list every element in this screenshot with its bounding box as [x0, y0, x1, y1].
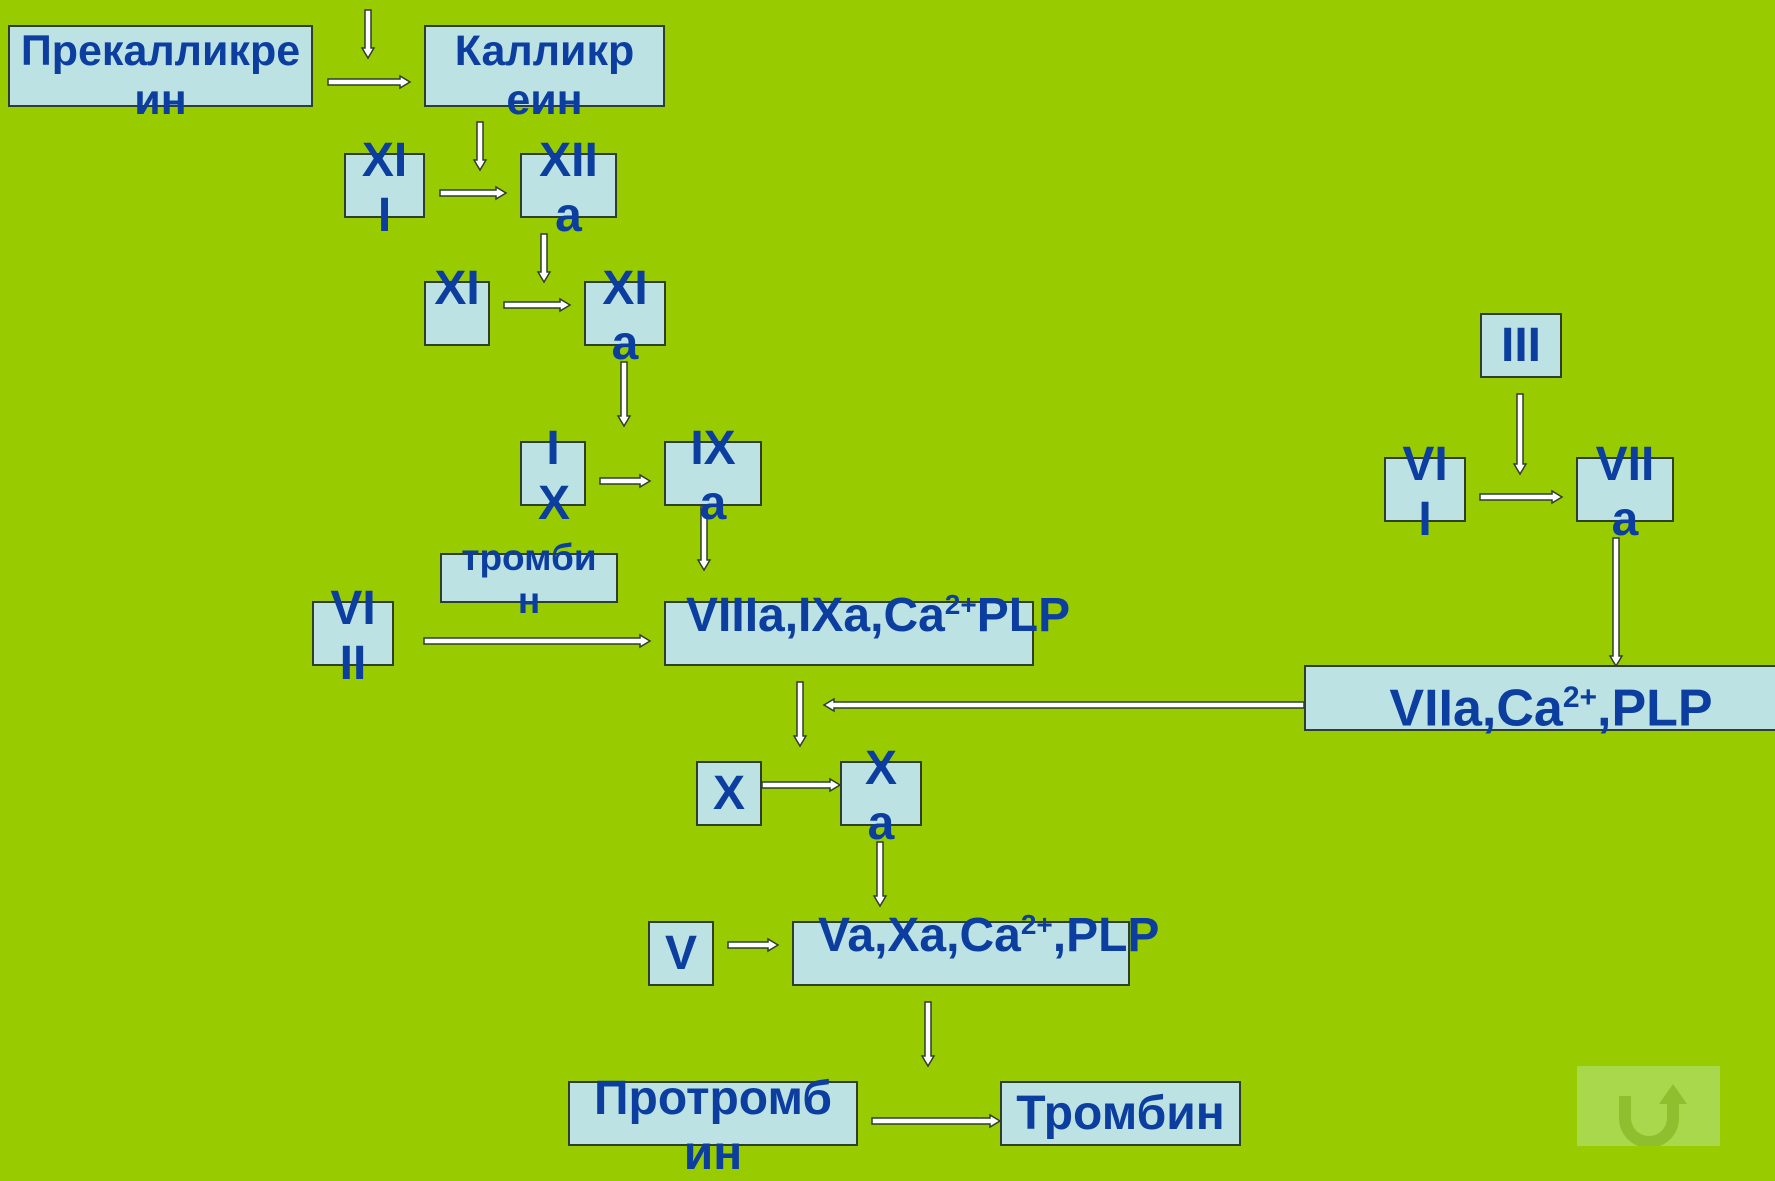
prothrombinase-calcium-charge: 2+: [1020, 909, 1053, 940]
prothrombinase-complex-label: Va,Xa,Ca2+,PLP: [794, 909, 1159, 962]
prothrombinase-complex-text: Va,Xa,Ca: [818, 909, 1021, 962]
arrow-xiia-to-xia: [536, 233, 552, 284]
arrow-x-to-xa: [761, 777, 842, 793]
prothrombin-label: Протромбин: [594, 1072, 832, 1181]
arrow-extrinsic-to-x: [822, 697, 1305, 713]
factor-vii-box: VII: [1384, 438, 1466, 546]
factor-xii-box: XII: [344, 134, 425, 242]
factor-xiia-label: XIIa: [539, 134, 598, 243]
arrow-v-to-prothrombinase: [727, 937, 780, 953]
thrombin-activator-label: тромбин: [461, 537, 597, 621]
arrow-top-into-kallikrein: [360, 9, 376, 60]
tenase-complex-box: VIIIa,IXa,Ca2+PLP: [664, 591, 1070, 666]
extrinsic-complex-label: VIIa,Ca2+,PLP: [1306, 667, 1775, 739]
arrow-viia-to-extrinsic: [1608, 537, 1624, 668]
extrinsic-complex-text: VIIa,Ca: [1389, 679, 1563, 738]
return-button[interactable]: [1577, 1066, 1720, 1146]
tenase-complex-text: VIIIa,IXa,Ca: [686, 589, 945, 642]
factor-xiia-box: XIIa: [520, 134, 617, 242]
factor-v-label: V: [664, 927, 697, 980]
factor-ixa-box: IXa: [664, 422, 762, 530]
arrow-layer: [327, 9, 1624, 1129]
factor-viii-label: VIII: [330, 582, 376, 691]
factor-xia-box: XIa: [584, 262, 666, 370]
prekallikrein-box: Прекалликреин: [8, 25, 313, 124]
factor-viii-box: VIII: [312, 582, 394, 690]
factor-vii-label: VII: [1402, 438, 1448, 547]
factor-x-label: X: [712, 767, 745, 820]
arrow-vii-to-viia: [1479, 489, 1564, 505]
factor-iii-label: III: [1500, 319, 1541, 372]
factor-x-box: X: [696, 761, 762, 826]
extrinsic-complex-box: VIIa,Ca2+,PLP: [1304, 665, 1775, 737]
arrow-ixa-to-tenase: [696, 505, 712, 572]
factor-xii-label: XII: [361, 134, 408, 243]
factor-xi-label: XI: [434, 262, 480, 315]
factor-viia-label: VIIa: [1595, 438, 1655, 547]
factor-xa-box: Xa: [840, 742, 922, 850]
prothrombinase-complex-tail: ,PLP: [1052, 909, 1160, 962]
arrow-tenase-to-x: [792, 681, 808, 748]
thrombin-box: Тромбин: [1000, 1081, 1241, 1146]
prothrombinase-complex-box: Va,Xa,Ca2+,PLP: [792, 911, 1159, 986]
tenase-complex-label: VIIIa,IXa,Ca2+PLP: [666, 589, 1070, 642]
arrow-prothrombin-to-thrombin: [871, 1113, 1002, 1129]
extrinsic-complex-tail: ,PLP: [1597, 679, 1713, 738]
arrow-viii-to-tenase: [423, 633, 652, 649]
u-turn-return-icon: [1619, 1084, 1687, 1146]
arrow-kallikrein-down: [472, 121, 488, 172]
factor-v-box: V: [648, 921, 714, 986]
factor-ix-box: IX: [520, 422, 586, 530]
thrombin-activator-box: тромбин: [440, 537, 618, 621]
tenase-complex-tail: PLP: [976, 589, 1071, 642]
prothrombin-box: Протромбин: [568, 1072, 858, 1180]
extrinsic-calcium-charge: 2+: [1562, 681, 1598, 714]
factor-ixa-label: IXa: [690, 422, 736, 531]
arrow-ix-to-ixa: [599, 473, 652, 489]
kallikrein-box: Калликреин: [424, 25, 665, 124]
factor-iii-box: III: [1480, 313, 1562, 378]
arrow-xi-to-xia: [503, 297, 572, 313]
arrow-iii-to-viia: [1512, 393, 1528, 476]
factor-xi-box: XI: [424, 262, 490, 346]
factor-xa-label: Xa: [864, 742, 897, 851]
arrow-prothrombinase-down: [920, 1001, 936, 1068]
factor-xia-label: XIa: [602, 262, 648, 371]
tenase-calcium-charge: 2+: [944, 589, 977, 620]
kallikrein-label: Калликреин: [454, 27, 635, 125]
prekallikrein-label: Прекалликреин: [20, 27, 301, 125]
factor-ix-label: IX: [538, 422, 571, 531]
arrow-xii-to-xiia: [439, 185, 508, 201]
arrow-xa-to-prothrombinase: [872, 841, 888, 908]
factor-viia-box: VIIa: [1576, 438, 1674, 546]
arrow-xia-to-ixa: [616, 361, 632, 428]
arrow-prekallikrein-to-kallikrein: [327, 74, 412, 90]
thrombin-label: Тромбин: [1016, 1087, 1225, 1140]
